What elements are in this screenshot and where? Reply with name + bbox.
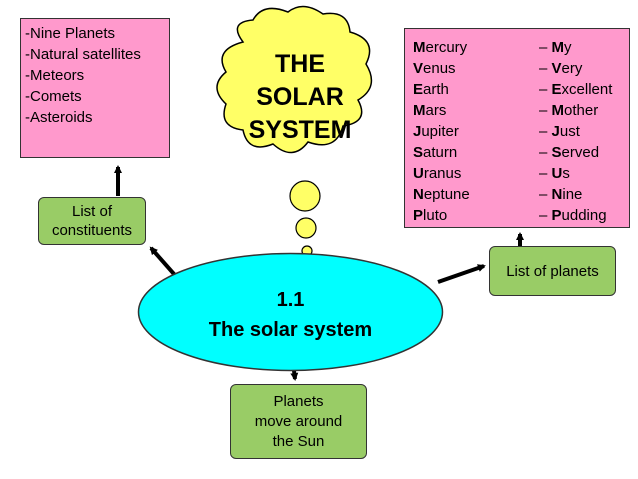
constituents-list: -Nine Planets -Natural satellites -Meteo… [20, 18, 170, 158]
topic-number: 1.1 [276, 289, 305, 311]
planet-row: Saturn– Served [413, 144, 600, 161]
planets-list: Mercury– My Venus– Very Earth– Excellent… [404, 28, 630, 228]
central-topic: 1.1 The solar system [137, 285, 444, 345]
planet-row: Neptune– Nine [413, 186, 583, 203]
planet-row: Earth– Excellent [413, 81, 613, 98]
central-topic-ellipse [137, 252, 444, 372]
title-line: THE [275, 50, 325, 78]
arrow-to-planets-label [437, 264, 486, 284]
planets-move-around-sun-label: Planets move around the Sun [230, 384, 367, 459]
planet-row: Mars– Mother [413, 102, 599, 119]
title-cloud [216, 5, 373, 154]
planet-row: Uranus– Us [413, 165, 570, 182]
title-line: SYSTEM [248, 116, 352, 144]
topic-title: The solar system [208, 319, 373, 341]
planet-row: Mercury– My [413, 39, 572, 56]
title-line: SOLAR [256, 83, 344, 111]
list-item: -Natural satellites [25, 46, 141, 63]
list-item: -Comets [25, 88, 82, 105]
list-item: -Meteors [25, 67, 85, 84]
list-item: -Asteroids [25, 109, 93, 126]
solar-system-title: THE SOLAR SYSTEM [230, 48, 370, 147]
thought-bubbles [289, 180, 321, 257]
list-of-planets-label: List of planets [489, 246, 616, 296]
planet-row: Venus– Very [413, 60, 583, 77]
planet-row: Pluto– Pudding [413, 207, 607, 224]
list-item: -Nine Planets [25, 25, 116, 42]
list-of-constituents-label: List of constituents [38, 197, 146, 245]
planet-row: Jupiter– Just [413, 123, 580, 140]
